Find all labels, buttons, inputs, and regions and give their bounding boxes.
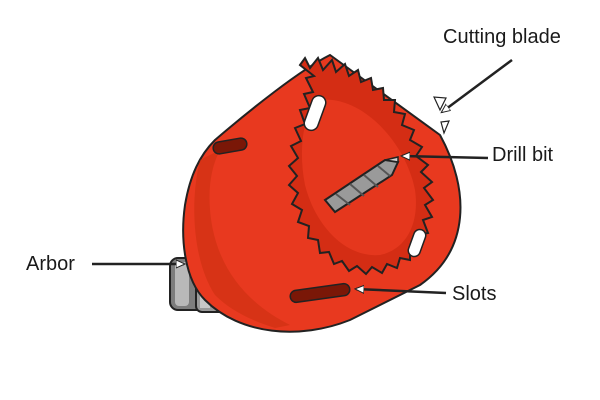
drill-bit-label: Drill bit [492,144,554,166]
drill-bit-callout [402,156,489,158]
slots-label: Slots [452,283,497,305]
cutting-blade-callout [442,58,513,112]
callouts [92,58,513,295]
arbor-label: Arbor [26,253,75,275]
cutting-blade-teeth [433,96,450,135]
body-slots [212,137,351,304]
cutting-blade-label: Cutting blade [443,26,561,48]
interior-slots [303,94,427,258]
slots-callout [356,289,447,295]
drill-bit [323,156,400,214]
